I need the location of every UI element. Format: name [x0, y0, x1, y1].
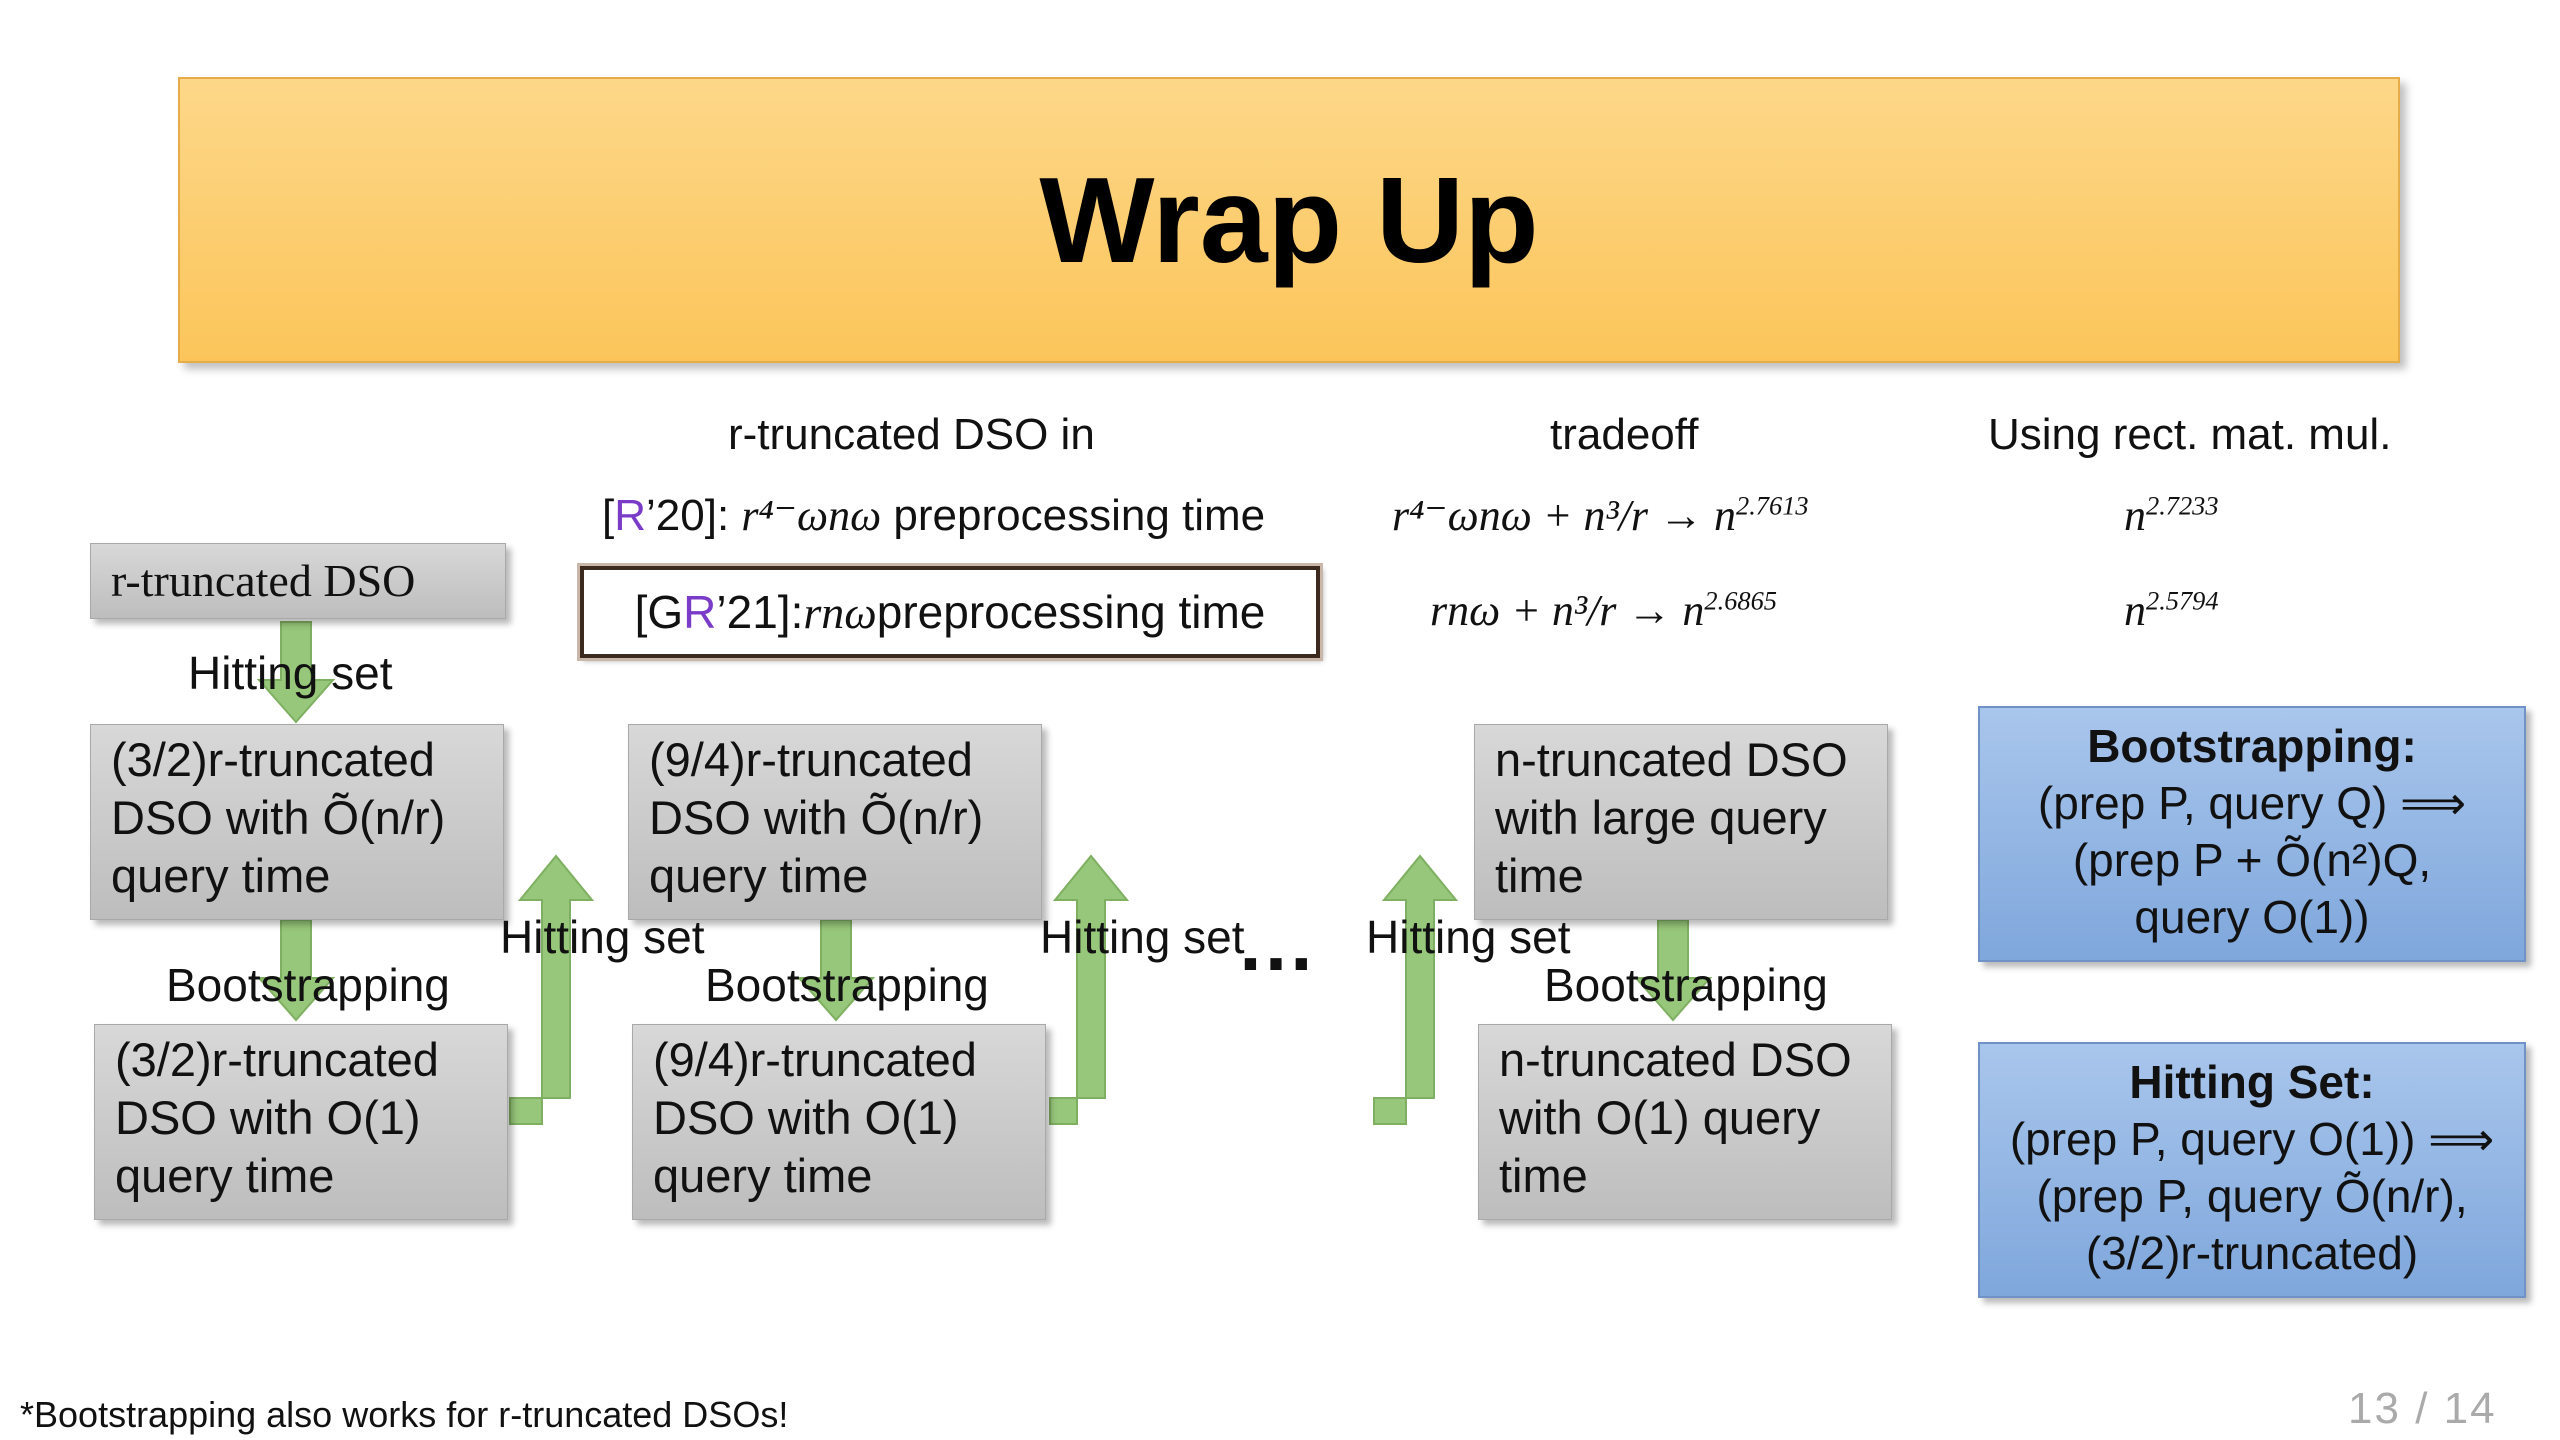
label-hitting-set-1: Hitting set [188, 647, 393, 699]
row-r20-rect: n2.7233 [2124, 490, 2219, 540]
row-r20-citation: [R’20]: r⁴⁻ωnω preprocessing time [602, 491, 1266, 540]
arrow-down-3 [796, 919, 876, 1022]
page-number: 13 / 14 [2348, 1384, 2497, 1433]
header-tradeoff: tradeoff [1550, 410, 1699, 459]
footnote: *Bootstrapping also works for r-truncate… [20, 1394, 789, 1435]
title-banner: Wrap Up [178, 77, 2400, 363]
row-gr21-tradeoff: rnω + n³/r → n2.6865 [1430, 585, 1777, 635]
arrow-up-3 [1373, 854, 1459, 1125]
label-bootstrapping-1: Bootstrapping [166, 959, 450, 1011]
label-bootstrapping-2: Bootstrapping [705, 959, 989, 1011]
arrow-up-1 [509, 854, 595, 1125]
legend-bootstrapping-heading: Bootstrapping: [2087, 720, 2417, 772]
box-r-truncated-dso: r-truncated DSO [90, 543, 506, 619]
arrow-down-1 [256, 621, 336, 724]
ellipsis: … [1236, 898, 1316, 987]
header-truncated-dso-in: r-truncated DSO in [728, 410, 1095, 459]
legend-hitting-set: Hitting Set: (prep P, query O(1)) ⟹ (pre… [1978, 1042, 2526, 1298]
label-hitting-set-2: Hitting set [500, 911, 705, 963]
arrow-down-2 [256, 919, 336, 1022]
header-rect-mat-mul: Using rect. mat. mul. [1988, 410, 2392, 459]
arrow-down-4 [1633, 919, 1713, 1022]
label-bootstrapping-3: Bootstrapping [1544, 959, 1828, 1011]
row-r20-tradeoff: r⁴⁻ωnω + n³/r → n2.7613 [1392, 490, 1809, 540]
label-hitting-set-4: Hitting set [1366, 911, 1571, 963]
legend-bootstrapping: Bootstrapping: (prep P, query Q) ⟹ (prep… [1978, 706, 2526, 962]
legend-hitting-heading: Hitting Set: [2129, 1056, 2375, 1108]
row-gr21-rect: n2.5794 [2124, 585, 2219, 635]
arrow-up-2 [1049, 854, 1130, 1125]
page-title: Wrap Up [1039, 152, 1539, 288]
label-hitting-set-3: Hitting set [1040, 911, 1245, 963]
